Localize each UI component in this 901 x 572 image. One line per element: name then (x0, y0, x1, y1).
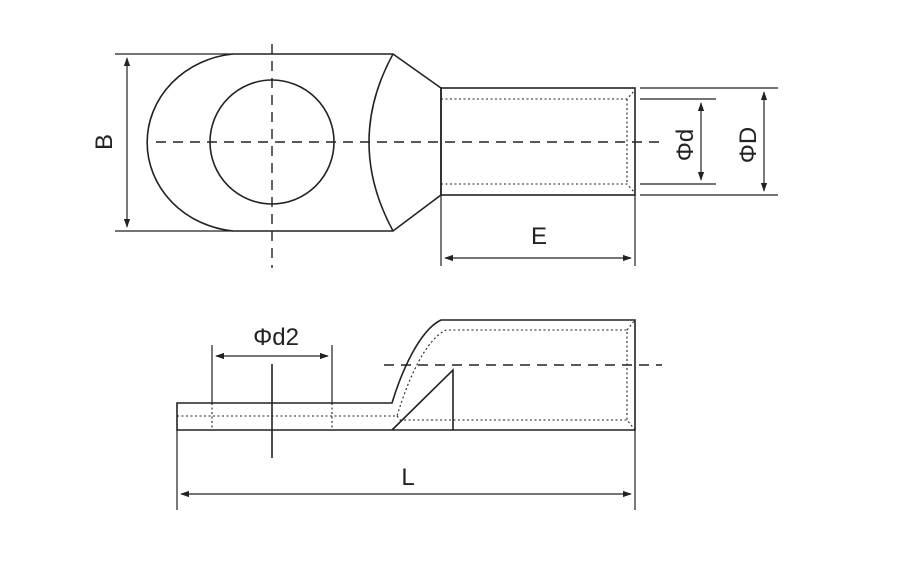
dimension-e-label: E (531, 223, 547, 250)
dimension-e: E (440, 195, 636, 266)
dimension-b-label: B (91, 134, 118, 150)
top-view: B E Φd ΦD (91, 44, 778, 268)
dimension-phi-big-d: ΦD (640, 87, 778, 196)
dimension-phi-d2-label: Φd2 (253, 324, 299, 351)
dimension-b: B (91, 53, 233, 232)
side-profile-outline (176, 319, 636, 431)
side-view: Φd2 L (176, 319, 662, 510)
dimension-phi-d2: Φd2 (211, 324, 333, 403)
dimension-phi-big-d-label: ΦD (735, 127, 762, 163)
barrel-bore-dotted (441, 89, 636, 194)
side-gusset-triangle (391, 368, 454, 431)
dimension-l: L (176, 430, 636, 510)
side-profile-bore-dotted (177, 319, 636, 431)
dimension-l-label: L (401, 464, 414, 491)
dimension-phi-d: Φd (640, 98, 716, 185)
dimension-phi-d-label: Φd (672, 129, 699, 162)
lug-palm-outline (146, 53, 442, 232)
